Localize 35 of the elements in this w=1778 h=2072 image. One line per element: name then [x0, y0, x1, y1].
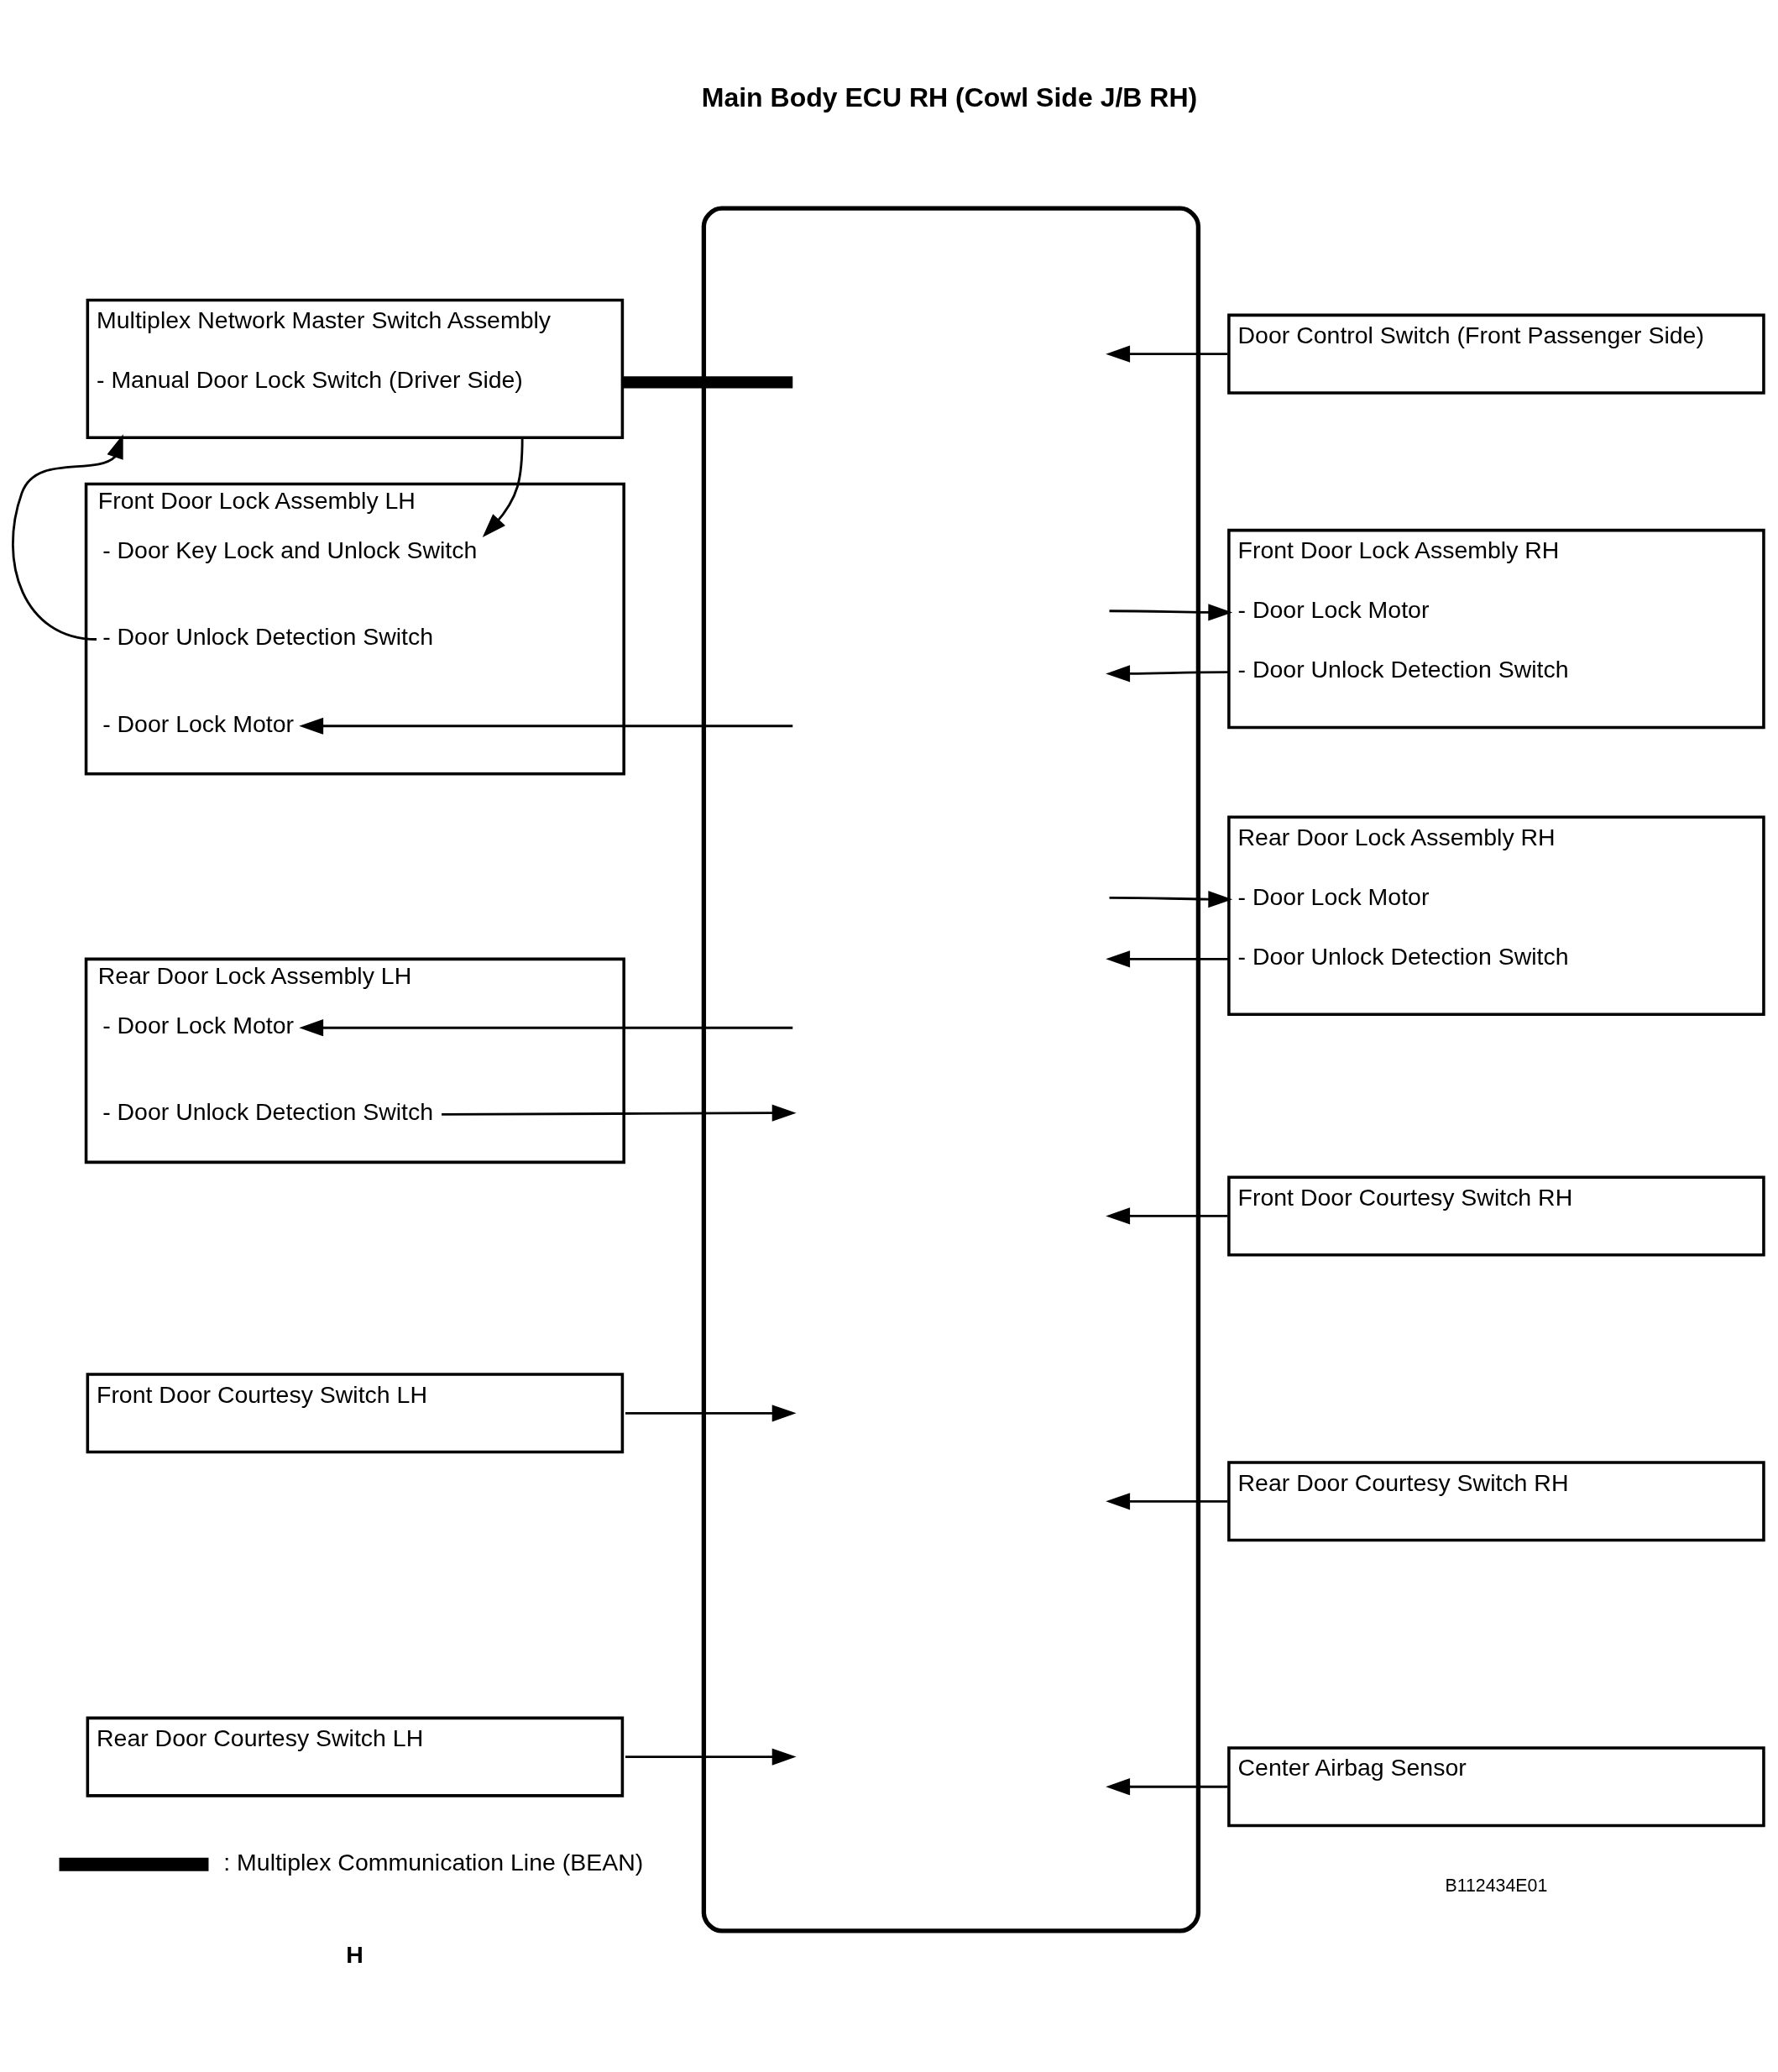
arrow: [625, 1748, 797, 1766]
node-box: Front Door Courtesy Switch LH: [86, 1373, 625, 1454]
arrow: [625, 1405, 797, 1422]
label: B112434E01: [1445, 1875, 1548, 1896]
legend-label: : Multiplex Communication Line (BEAN): [223, 1848, 644, 1876]
arrow: [1106, 665, 1229, 683]
arrow: [11, 434, 123, 641]
node-box: Front Door Courtesy Switch RH: [1227, 1175, 1765, 1257]
arrow: [1109, 890, 1233, 908]
node-box: Multiplex Network Master Switch Assembly - Manual Door Lock Switch (Driver Side): [86, 298, 625, 440]
connector: [622, 376, 793, 389]
node-box: Rear Door Courtesy Switch RH: [1227, 1461, 1765, 1542]
arrow: [1106, 1207, 1228, 1225]
node-text: - Door Key Lock and Unlock Switch: [102, 536, 478, 564]
node-box: Center Airbag Sensor: [1227, 1746, 1765, 1828]
arrow: [1106, 345, 1228, 363]
node-text: - Door Unlock Detection Switch: [102, 623, 434, 651]
arrow: [299, 717, 793, 735]
node-text: - Door Lock Motor: [102, 1011, 294, 1039]
node-box: Rear Door Lock Assembly RH - Door Lock Motor - Door Unlock Detection Switch: [1227, 815, 1765, 1016]
arrow: [1106, 950, 1229, 968]
node-text: - Door Unlock Detection Switch: [102, 1098, 434, 1126]
node-box: Rear Door Courtesy Switch LH: [86, 1716, 625, 1797]
node-box: Door Control Switch (Front Passenger Side): [1227, 313, 1765, 395]
label: H: [346, 1940, 363, 1968]
arrow: [1106, 1493, 1228, 1510]
arrow: [299, 1019, 793, 1037]
node-box: Front Door Lock Assembly RH - Door Lock Motor - Door Unlock Detection Switch: [1227, 528, 1765, 730]
node-box: [701, 206, 1201, 1933]
node-label: Main Body ECU RH (Cowl Side J/B RH): [701, 81, 1198, 112]
arrow: [1109, 604, 1233, 621]
arrow: [1106, 1778, 1228, 1796]
arrow: [442, 1104, 797, 1122]
arrow: [482, 437, 524, 538]
node-text: - Door Lock Motor: [102, 709, 294, 737]
